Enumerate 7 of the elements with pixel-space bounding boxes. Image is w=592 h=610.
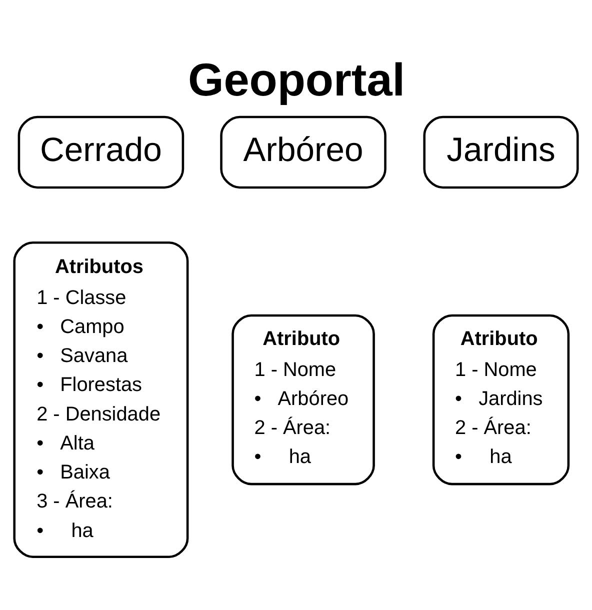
node-box: Arbóreo bbox=[220, 115, 386, 188]
node-box: Cerrado bbox=[18, 115, 184, 188]
node-box: Jardins bbox=[423, 115, 579, 188]
diagram-title: Geoportal bbox=[188, 53, 406, 106]
node-box: Atributo 1 - Nome • Jardins 2 - Área: • ha bbox=[432, 314, 570, 485]
node-box: Atributos 1 - Classe • Campo • Savana • Florestas 2 - Densidade • Alta • Baixa 3 - Área: • ha bbox=[13, 241, 189, 558]
node-box: Atributo 1 - Nome • Arbóreo 2 - Área: • ha bbox=[232, 314, 375, 485]
